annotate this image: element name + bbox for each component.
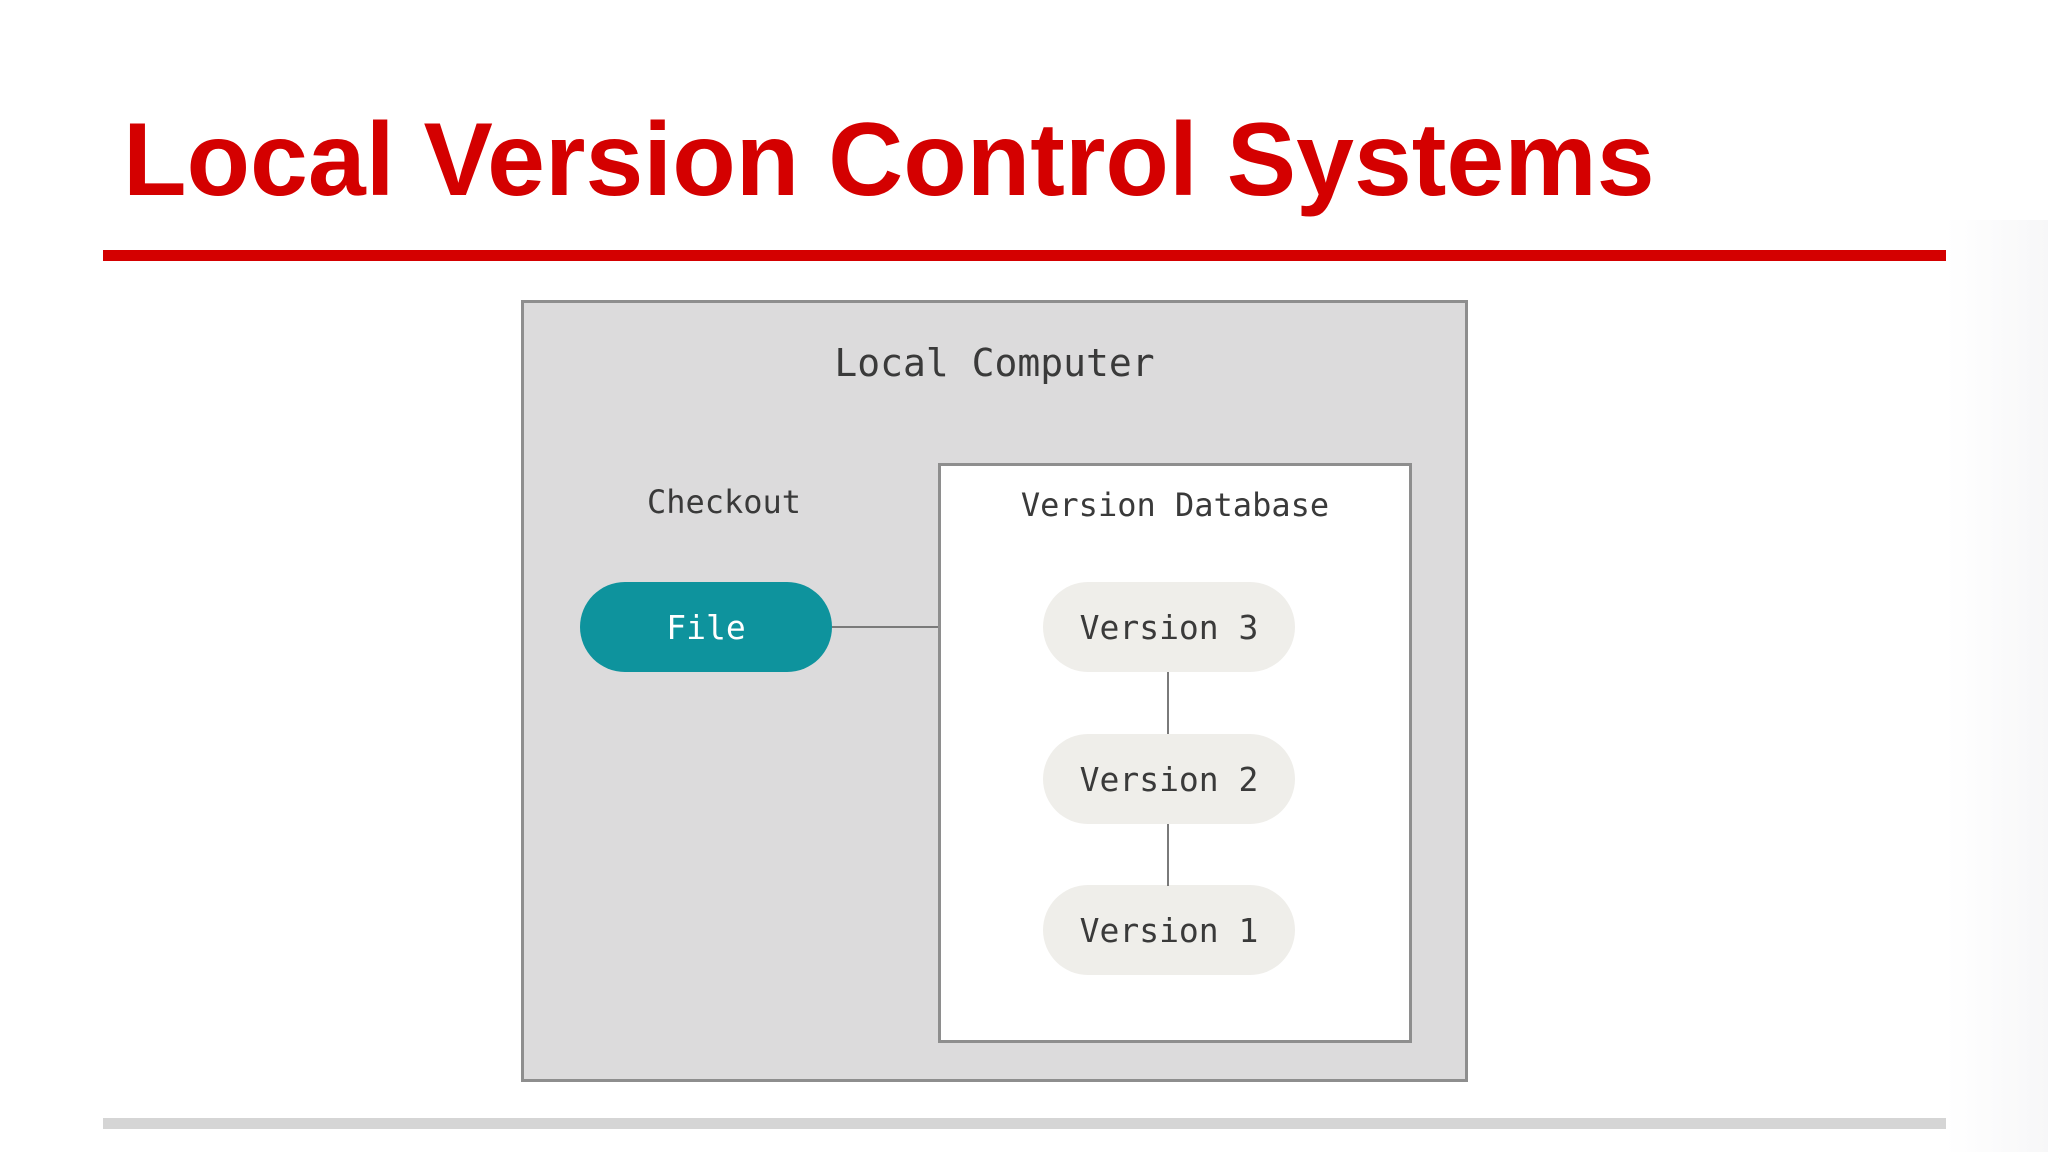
- right-edge-shadow: [1946, 220, 2048, 1152]
- version-3-label: Version 3: [1079, 607, 1259, 647]
- version-1-label: Version 1: [1079, 910, 1259, 950]
- file-to-version3-connector: [832, 626, 982, 628]
- local-computer-label: Local Computer: [834, 341, 1155, 385]
- checkout-label: Checkout: [646, 483, 802, 521]
- slide-title: Local Version Control Systems: [123, 102, 1655, 218]
- version-1-node: Version 1: [1043, 885, 1295, 975]
- title-underline: [103, 250, 1946, 261]
- footer-rule: [103, 1118, 1946, 1129]
- version-2-label: Version 2: [1079, 759, 1259, 799]
- file-node-label: File: [666, 607, 746, 647]
- version-2-node: Version 2: [1043, 734, 1295, 824]
- version3-to-version2-connector: [1167, 672, 1169, 734]
- version-database-box: Version Database Version 3 Version 2 Ver…: [938, 463, 1412, 1043]
- version-3-node: Version 3: [1043, 582, 1295, 672]
- file-node: File: [580, 582, 832, 672]
- version-database-label: Version Database: [1020, 486, 1330, 524]
- version2-to-version1-connector: [1167, 824, 1169, 886]
- local-computer-box: Local Computer Checkout File Version Dat…: [521, 300, 1468, 1082]
